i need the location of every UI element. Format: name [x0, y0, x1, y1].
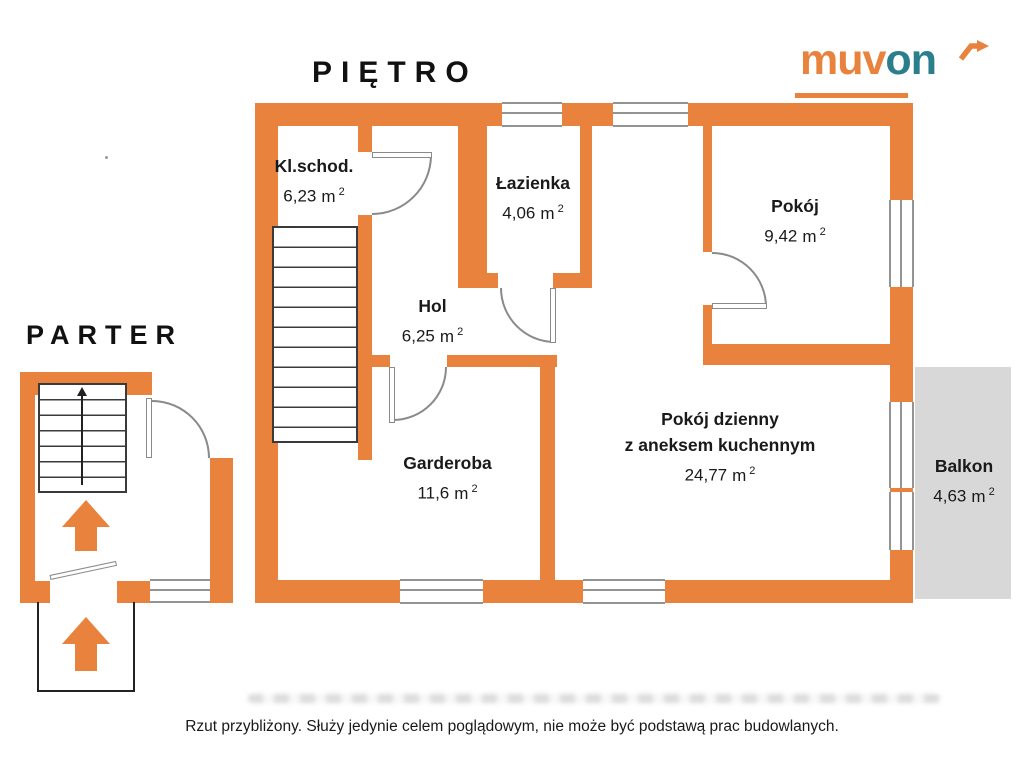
wall-segment	[447, 355, 557, 367]
wall-segment	[580, 126, 592, 288]
room-name: Łazienka	[496, 173, 570, 193]
door-leaf	[712, 303, 767, 309]
wall-segment	[20, 581, 50, 603]
up-arrow-icon	[62, 500, 110, 527]
entrance-door-leaf	[49, 560, 118, 580]
room-name: Pokój	[771, 196, 819, 216]
muvon-logo: muvon	[795, 36, 989, 98]
wall-segment	[458, 273, 498, 288]
up-arrow-icon	[75, 526, 97, 551]
window	[502, 102, 562, 127]
room-name: Balkon	[934, 456, 994, 476]
room-name: Kl.schod.	[274, 156, 354, 176]
door-leaf	[372, 152, 432, 158]
entrance-porch	[37, 602, 135, 692]
floor-title-pietro: PIĘTRO	[312, 56, 478, 89]
stairs-direction-arrow-icon	[77, 387, 87, 396]
wall-segment	[703, 305, 712, 365]
wall-segment	[20, 372, 35, 603]
door-leaf	[146, 398, 152, 458]
window	[889, 200, 914, 287]
wall-segment	[553, 273, 592, 288]
wall-segment	[703, 126, 712, 252]
balcony-area	[915, 367, 1011, 599]
wall-segment	[210, 458, 233, 603]
room-name-line2: z aneksem kuchennym	[624, 435, 816, 455]
door-arc	[393, 367, 447, 421]
door-arc	[500, 288, 555, 343]
floor-title-parter: PARTER	[26, 320, 184, 350]
logo-underline	[795, 93, 908, 98]
wall-segment	[255, 103, 913, 126]
stairs	[272, 226, 358, 443]
up-arrow-icon	[75, 643, 97, 671]
wall-segment	[540, 360, 555, 580]
wall-segment	[358, 126, 372, 152]
wall-segment	[117, 581, 150, 603]
blurred-watermark-line	[248, 694, 940, 703]
window	[583, 579, 665, 604]
window	[400, 579, 483, 604]
logo-text-muv: muv	[800, 36, 886, 84]
door-leaf	[389, 367, 395, 423]
speck	[105, 156, 108, 159]
door-arc	[152, 400, 210, 458]
balcony-door-window	[889, 402, 914, 488]
room-name: Hol	[418, 296, 447, 316]
wall-segment	[703, 344, 890, 365]
wall-segment	[358, 355, 390, 367]
window	[150, 579, 210, 603]
disclaimer-text: Rzut przybliżony. Służy jedynie celem po…	[185, 718, 839, 735]
stairs-direction-line	[81, 393, 83, 485]
door-arc	[712, 252, 767, 307]
window	[613, 102, 688, 127]
wall-segment	[358, 215, 372, 460]
wall-segment	[458, 126, 487, 288]
door-leaf	[550, 288, 556, 343]
door-arc	[372, 155, 432, 215]
balcony-door-window	[889, 492, 914, 550]
room-name: Garderoba	[403, 453, 492, 473]
logo-arrow-icon	[958, 40, 989, 61]
logo-text-on: on	[885, 36, 937, 84]
room-name: Pokój dzienny	[661, 409, 779, 429]
up-arrow-icon	[62, 617, 110, 644]
